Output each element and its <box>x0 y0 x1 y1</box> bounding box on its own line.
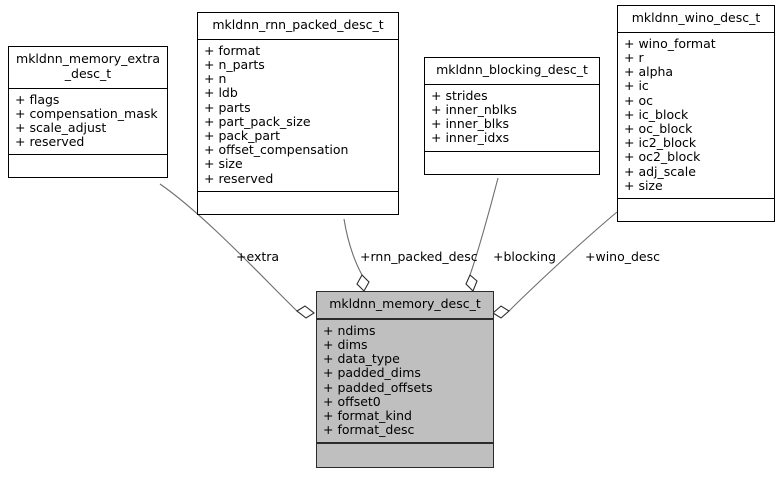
edge-wino-desc-aggregation-diamond <box>492 305 510 319</box>
class-methods-mkldnn-memory-desc-t <box>317 444 493 467</box>
class-attribute: + size <box>624 177 663 193</box>
class-methods-mkldnn-rnn-packed-desc-t <box>198 192 398 214</box>
class-box-mkldnn-memory-extra-desc-t[interactable]: mkldnn_memory_extra _desc_t + flags + co… <box>8 46 168 179</box>
class-attribute: + scale_adjust <box>15 119 107 135</box>
class-attribute: + parts <box>204 99 251 115</box>
class-attributes-mkldnn-wino-desc-t: + wino_format + r + alpha + ic + oc + ic… <box>618 33 774 199</box>
class-attribute: + padded_dims <box>323 365 421 381</box>
class-attribute: + padded_offsets <box>323 379 433 395</box>
class-attribute: + alpha <box>624 64 674 80</box>
class-attributes-mkldnn-rnn-packed-desc-t: + format + n_parts + n + ldb + parts + p… <box>198 40 398 192</box>
class-attribute: + flags <box>15 91 60 107</box>
class-attribute: + dims <box>323 336 368 352</box>
class-attribute: + inner_idxs <box>431 130 510 146</box>
class-attribute: + part_pack_size <box>204 113 311 129</box>
class-attribute: + r <box>624 49 644 65</box>
class-attribute: + ndims <box>323 322 376 338</box>
edge-rnn-packed-desc-line <box>343 218 363 276</box>
class-attribute: + compensation_mask <box>15 105 158 121</box>
class-attributes-mkldnn-blocking-desc-t: + strides + inner_nblks + inner_blks + i… <box>425 85 599 152</box>
edge-label-wino-desc: +wino_desc <box>585 249 660 264</box>
edge-blocking <box>465 177 499 292</box>
class-methods-mkldnn-wino-desc-t <box>618 199 774 221</box>
edge-wino-desc <box>492 211 618 319</box>
class-attribute: + strides <box>431 87 488 103</box>
class-attribute: + format <box>204 42 261 58</box>
class-attribute: + offset0 <box>323 393 381 409</box>
class-title-mkldnn-memory-desc-t: mkldnn_memory_desc_t <box>317 292 493 320</box>
edge-label-blocking: +blocking <box>493 249 556 264</box>
class-attribute: + format_kind <box>323 407 412 423</box>
class-attribute: + ic_block <box>624 106 689 122</box>
class-box-mkldnn-rnn-packed-desc-t[interactable]: mkldnn_rnn_packed_desc_t + format + n_pa… <box>197 12 399 215</box>
class-attributes-mkldnn-memory-extra-desc-t: + flags + compensation_mask + scale_adju… <box>9 89 167 156</box>
class-attribute: + format_desc <box>323 422 415 438</box>
class-attribute: + size <box>204 156 243 172</box>
class-attribute: + reserved <box>15 134 85 150</box>
class-box-mkldnn-wino-desc-t[interactable]: mkldnn_wino_desc_t + wino_format + r + a… <box>617 5 775 222</box>
class-attribute: + ldb <box>204 85 238 101</box>
class-attribute: + oc_block <box>624 120 693 136</box>
class-attribute: + n_parts <box>204 56 265 72</box>
edge-label-rnn-packed-desc: +rnn_packed_desc <box>360 249 478 264</box>
class-attribute: + pack_part <box>204 127 281 143</box>
class-attribute: + oc <box>624 92 653 108</box>
class-attribute: + ic <box>624 78 649 94</box>
class-attribute: + offset_compensation <box>204 142 349 158</box>
class-box-mkldnn-memory-desc-t[interactable]: mkldnn_memory_desc_t + ndims + dims + da… <box>316 291 494 469</box>
class-attribute: + oc2_block <box>624 149 701 165</box>
class-title-mkldnn-wino-desc-t: mkldnn_wino_desc_t <box>618 6 774 33</box>
class-attribute: + ic2_block <box>624 135 697 151</box>
class-title-mkldnn-memory-extra-desc-t: mkldnn_memory_extra _desc_t <box>9 47 167 89</box>
class-attribute: + adj_scale <box>624 163 696 179</box>
class-box-mkldnn-blocking-desc-t[interactable]: mkldnn_blocking_desc_t + strides + inner… <box>424 57 600 175</box>
class-attribute: + inner_nblks <box>431 101 517 117</box>
class-attribute: + data_type <box>323 351 400 367</box>
class-attribute: + inner_blks <box>431 116 510 132</box>
class-title-mkldnn-blocking-desc-t: mkldnn_blocking_desc_t <box>425 58 599 85</box>
class-title-mkldnn-rnn-packed-desc-t: mkldnn_rnn_packed_desc_t <box>198 13 398 40</box>
edge-blocking-aggregation-diamond <box>465 274 478 292</box>
edge-extra-aggregation-diamond <box>296 305 315 319</box>
class-attribute: + wino_format <box>624 35 716 51</box>
class-attributes-mkldnn-memory-desc-t: + ndims + dims + data_type + padded_dims… <box>317 319 493 445</box>
edge-label-extra: +extra <box>236 249 280 264</box>
class-attribute: + reserved <box>204 170 274 186</box>
class-attribute: + n <box>204 71 227 87</box>
class-methods-mkldnn-memory-extra-desc-t <box>9 155 167 177</box>
edge-rnn-packed-desc-aggregation-diamond <box>356 274 370 292</box>
class-methods-mkldnn-blocking-desc-t <box>425 152 599 174</box>
